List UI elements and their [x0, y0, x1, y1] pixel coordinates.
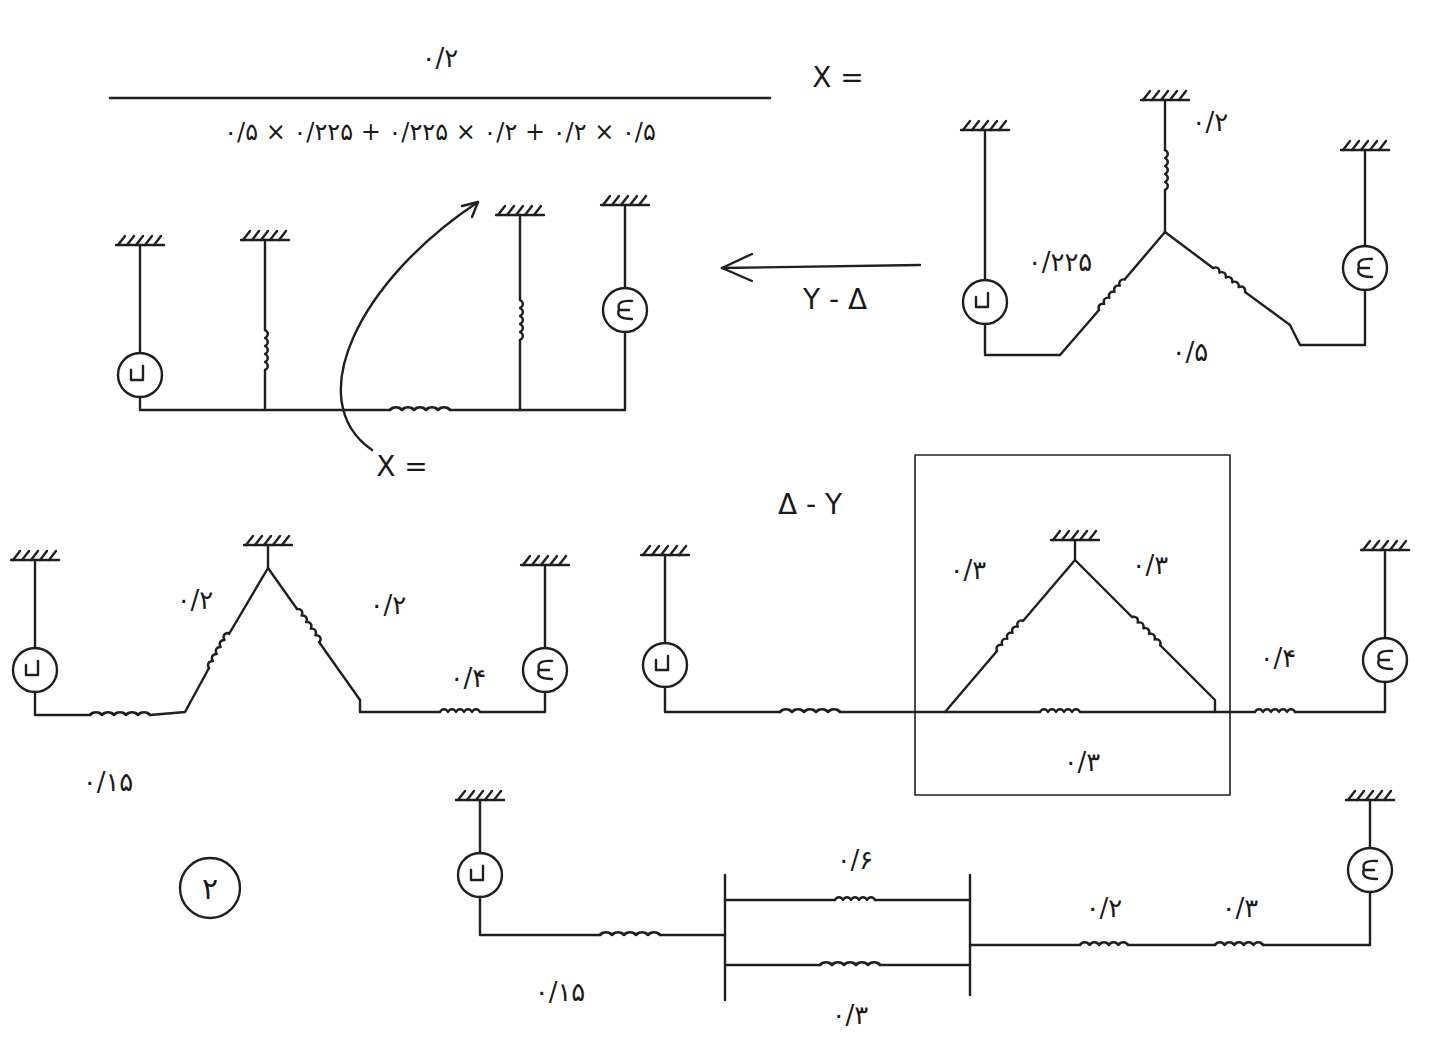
impedance-label: ۰/۱۵ [532, 977, 589, 1008]
problem-circle [180, 858, 240, 918]
star-network [11, 536, 569, 918]
impedance-label: ۰/۶ [834, 845, 877, 876]
impedance-label: ۰/۳ [829, 1000, 872, 1031]
impedance-label: ۰/۳ [1129, 550, 1172, 581]
delta-star-network [641, 455, 1409, 795]
leader-line [341, 202, 478, 450]
conversion-label: Δ - Y [775, 489, 845, 522]
impedance-label: ۰/۳ [1061, 747, 1104, 778]
impedance-label: ۰/۵ [1169, 337, 1212, 368]
impedance-label: ۰/۲ [367, 590, 410, 621]
impedance-label: ۰/۴ [1257, 643, 1300, 674]
conversion-label: Y - Δ [800, 284, 870, 317]
formula-label: ۰/۵ × ۰/۲۲۵ + ۰/۲۲۵ × ۰/۲ + ۰/۲ × ۰/۵ [221, 118, 659, 146]
star-network [961, 91, 1389, 355]
impedance-label: ۰/۲ [1083, 893, 1126, 924]
impedance-label: ۰/۳ [947, 555, 990, 586]
impedance-label: ۰/۱۵ [80, 767, 137, 798]
conversion-arrow [722, 254, 920, 281]
problem-number: ۲ [199, 871, 221, 906]
impedance-label: ۰/۳ [1219, 893, 1262, 924]
impedance-label: ۰/۲ [1189, 107, 1232, 138]
parallel-network [456, 791, 1394, 1000]
fraction-bar [110, 97, 770, 99]
formula-label: X = [809, 62, 867, 95]
callout-label: X = [373, 451, 431, 484]
impedance-label: ۰/۲ [174, 585, 217, 616]
pi-network [116, 196, 649, 450]
impedance-label: ۰/۴ [447, 663, 490, 694]
value-label: ۰/۲ [419, 43, 462, 74]
impedance-label: ۰/۲۲۵ [1025, 247, 1096, 278]
